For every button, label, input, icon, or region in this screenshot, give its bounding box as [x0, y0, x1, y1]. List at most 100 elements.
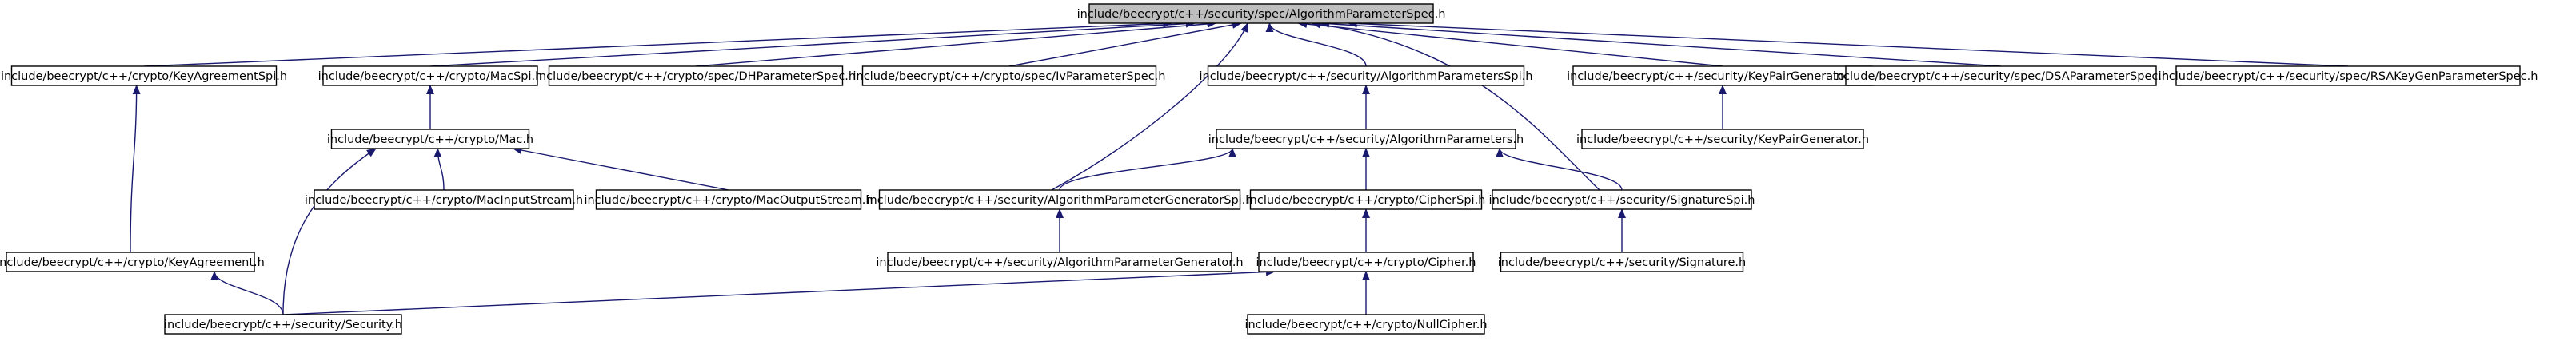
dependency-edge: [1008, 21, 1242, 67]
node-box: [10, 65, 278, 86]
edge-path: [1496, 148, 1623, 191]
node-label: include/beecrypt/c++/security/SignatureS…: [1489, 194, 1755, 207]
edge-path: [695, 19, 1217, 67]
header-node[interactable]: include/beecrypt/c++/security/spec/DSAPa…: [1833, 65, 2169, 86]
edge-path: [512, 146, 729, 191]
header-node[interactable]: include/beecrypt/c++/crypto/Cipher.h: [1256, 252, 1476, 272]
dependency-edge: [282, 268, 1276, 315]
edge-path: [1311, 20, 1600, 191]
node-box: [2175, 65, 2521, 86]
node-label: include/beecrypt/c++/security/spec/DSAPa…: [1833, 70, 2169, 83]
node-label: include/beecrypt/c++/crypto/KeyAgreement…: [0, 256, 265, 269]
header-node[interactable]: include/beecrypt/c++/security/Security.h: [164, 314, 402, 335]
dependency-edge: [282, 148, 377, 315]
node-label: include/beecrypt/c++/crypto/CipherSpi.h: [1247, 194, 1486, 207]
header-node[interactable]: include/beecrypt/c++/security/AlgorithmP…: [1200, 65, 1533, 86]
node-box: [1492, 189, 1752, 210]
dependency-edge: [433, 148, 445, 191]
header-node[interactable]: include/beecrypt/c++/security/KeyPairGen…: [1567, 65, 1879, 86]
node-box: [1581, 129, 1864, 149]
edge-path: [1051, 22, 1248, 191]
dependency-edge: [143, 19, 1173, 67]
header-node[interactable]: include/beecrypt/c++/crypto/MacSpi.h: [318, 65, 543, 86]
header-node[interactable]: include/beecrypt/c++/crypto/spec/IvParam…: [853, 65, 1166, 86]
node-label: include/beecrypt/c++/crypto/MacSpi.h: [318, 70, 543, 83]
node-layer: include/beecrypt/c++/security/spec/Algor…: [0, 3, 2538, 335]
edge-path: [1320, 19, 2002, 67]
node-box: [878, 189, 1241, 210]
node-box: [6, 252, 255, 272]
node-label: include/beecrypt/c++/security/AlgorithmP…: [876, 256, 1243, 269]
node-label: include/beecrypt/c++/crypto/KeyAgreement…: [1, 70, 287, 83]
node-box: [1207, 65, 1525, 86]
node-box: [1247, 314, 1485, 335]
header-node[interactable]: include/beecrypt/c++/security/Signature.…: [1498, 252, 1746, 272]
node-box: [1088, 3, 1434, 24]
node-label: include/beecrypt/c++/crypto/NullCipher.h: [1244, 319, 1487, 331]
node-label: include/beecrypt/c++/security/Security.h: [164, 319, 402, 331]
dependency-edge: [1265, 22, 1367, 67]
dependency-edge: [1347, 19, 2349, 67]
edge-path: [1008, 21, 1242, 67]
node-box: [322, 65, 538, 86]
node-label: include/beecrypt/c++/security/AlgorithmP…: [1200, 70, 1533, 83]
header-node[interactable]: include/beecrypt/c++/crypto/Mac.h: [327, 129, 533, 149]
header-node[interactable]: include/beecrypt/c++/security/spec/RSAKe…: [2159, 65, 2538, 86]
node-box: [1249, 189, 1483, 210]
dependency-edge: [1059, 148, 1236, 191]
edge-path: [1297, 20, 1723, 67]
node-label: include/beecrypt/c++/security/KeyPairGen…: [1576, 133, 1869, 146]
root-header-node[interactable]: include/beecrypt/c++/security/spec/Algor…: [1077, 3, 1446, 24]
dependency-edge: [1320, 19, 2002, 67]
dependency-edge: [210, 271, 284, 315]
node-label: include/beecrypt/c++/security/spec/RSAKe…: [2159, 70, 2538, 83]
edge-path: [1347, 19, 2349, 67]
dependency-edge: [1496, 148, 1623, 191]
node-label: include/beecrypt/c++/security/AlgorithmP…: [1208, 133, 1524, 146]
node-box: [164, 314, 402, 335]
node-box: [1258, 252, 1474, 272]
edge-path: [282, 148, 377, 315]
node-box: [314, 189, 574, 210]
edge-path: [429, 19, 1196, 67]
node-label: include/beecrypt/c++/security/KeyPairGen…: [1567, 70, 1879, 83]
node-label: include/beecrypt/c++/crypto/Cipher.h: [1256, 256, 1476, 269]
node-label: include/beecrypt/c++/security/spec/Algor…: [1077, 8, 1446, 21]
edge-path: [130, 85, 141, 253]
node-box: [1216, 129, 1516, 149]
header-node[interactable]: include/beecrypt/c++/crypto/CipherSpi.h: [1247, 189, 1486, 210]
header-node[interactable]: include/beecrypt/c++/security/AlgorithmP…: [1208, 129, 1524, 149]
node-box: [861, 65, 1157, 86]
header-node[interactable]: include/beecrypt/c++/security/AlgorithmP…: [866, 189, 1253, 210]
node-label: include/beecrypt/c++/crypto/spec/DHParam…: [536, 70, 856, 83]
node-box: [1572, 65, 1873, 86]
node-box: [548, 65, 844, 86]
header-node[interactable]: include/beecrypt/c++/crypto/KeyAgreement…: [0, 252, 265, 272]
edge-path: [1059, 148, 1236, 191]
node-label: include/beecrypt/c++/crypto/MacInputStre…: [305, 194, 583, 207]
node-box: [887, 252, 1232, 272]
edge-path: [433, 148, 445, 191]
dependency-edge: [1311, 20, 1600, 191]
edge-path: [282, 268, 1276, 315]
header-node[interactable]: include/beecrypt/c++/crypto/NullCipher.h: [1244, 314, 1488, 335]
edge-path: [143, 19, 1173, 67]
header-node[interactable]: include/beecrypt/c++/crypto/MacOutputStr…: [584, 189, 873, 210]
node-box: [1845, 65, 2157, 86]
header-node[interactable]: include/beecrypt/c++/security/SignatureS…: [1489, 189, 1755, 210]
dependency-edge: [695, 19, 1217, 67]
header-node[interactable]: include/beecrypt/c++/crypto/KeyAgreement…: [1, 65, 287, 86]
node-label: include/beecrypt/c++/security/AlgorithmP…: [866, 194, 1252, 207]
edge-layer: [130, 19, 2349, 315]
header-node[interactable]: include/beecrypt/c++/crypto/MacInputStre…: [305, 189, 583, 210]
dependency-edge: [1297, 20, 1723, 67]
dependency-edge: [512, 146, 729, 191]
edge-path: [210, 271, 284, 315]
header-node[interactable]: include/beecrypt/c++/crypto/spec/DHParam…: [536, 65, 856, 86]
header-node[interactable]: include/beecrypt/c++/security/AlgorithmP…: [876, 252, 1244, 272]
dependency-edge: [429, 19, 1196, 67]
header-node[interactable]: include/beecrypt/c++/security/KeyPairGen…: [1576, 129, 1869, 149]
edge-path: [1265, 22, 1367, 67]
dependency-edge: [1051, 22, 1248, 191]
